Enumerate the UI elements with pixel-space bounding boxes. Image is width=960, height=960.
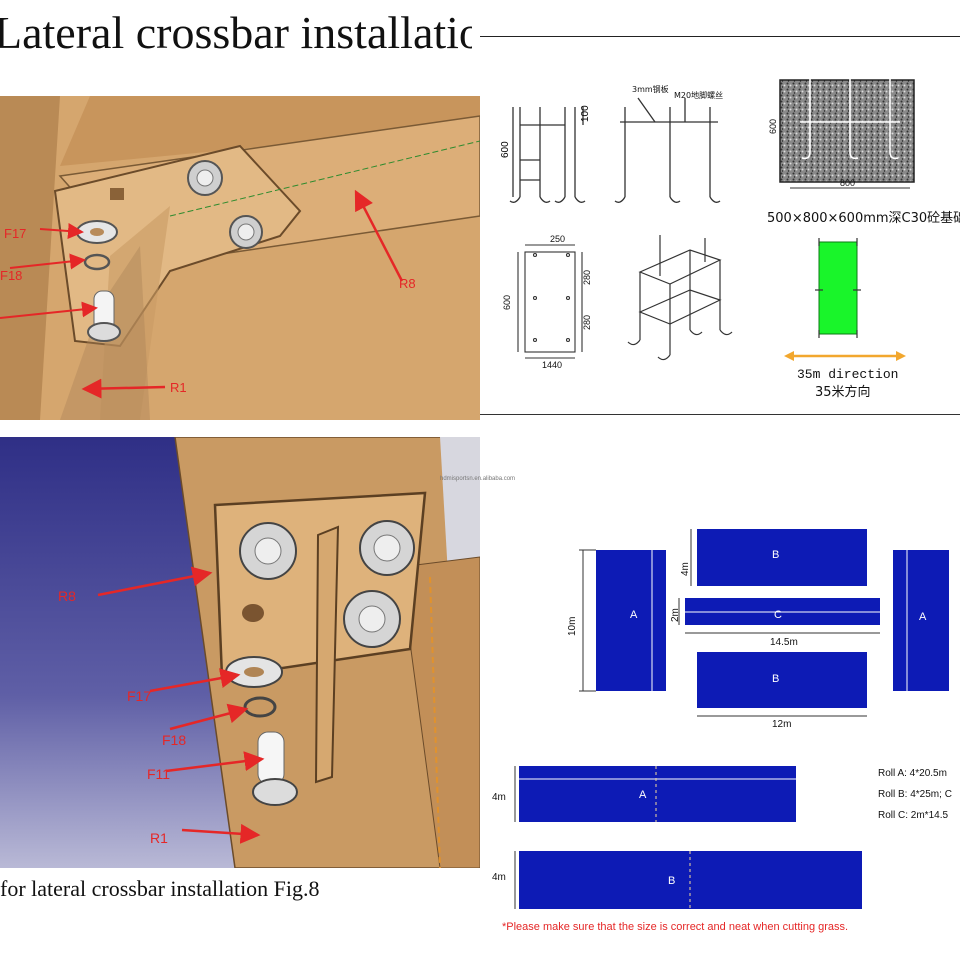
dim-12m: 12m [772, 719, 791, 730]
roll-a-left-label: A [630, 609, 638, 621]
strip-a-label: A [639, 789, 647, 801]
dim-800: 800 [840, 178, 855, 188]
note-bolt: M20地脚螺丝 [674, 90, 723, 100]
dim-250: 250 [550, 234, 565, 244]
page-title: Lateral crossbar installation [0, 7, 472, 58]
concrete-block [779, 79, 915, 183]
roll-b-bottom-label: B [772, 673, 779, 685]
dim-1440: 1440 [542, 360, 562, 370]
grass-layout-panel: 10m 4m 2m 14.5m 12m 4m 4m A B C B A A B … [492, 529, 952, 933]
roll-a-right [893, 550, 949, 691]
roll-b-top-label: B [772, 549, 779, 561]
dim-280a: 280 [582, 270, 592, 285]
roll-note-a: Roll A: 4*20.5m [878, 768, 947, 779]
dim-600a: 600 [500, 141, 511, 158]
dim-100: 100 [580, 105, 591, 122]
cutting-warning: *Please make sure that the size is corre… [502, 921, 848, 933]
dim-strip-a: 4m [492, 792, 506, 803]
roll-b-top [697, 529, 867, 586]
dim-10m: 10m [567, 617, 578, 636]
title-rule [480, 36, 960, 37]
label-f17-bottom: F17 [127, 688, 152, 704]
foundation-panel: 600 100 3mm钢板 M20地脚螺丝 800 600 500×800×60… [500, 65, 960, 400]
label-r8-bottom: R8 [58, 588, 76, 604]
direction-en: 35m direction [797, 367, 898, 382]
panel-divider [480, 414, 960, 415]
roll-note-c: Roll C: 2m*14.5 [878, 810, 948, 821]
cad-panel-bottom [0, 437, 480, 868]
foundation-plan-green [818, 241, 858, 335]
dim-600b: 600 [502, 295, 512, 310]
watermark: hdmisportsn.en.alibaba.com [440, 476, 516, 482]
dim-2m: 2m [670, 608, 681, 622]
roll-a-left [596, 550, 666, 691]
direction-cn: 35米方向 [815, 384, 871, 400]
dim-strip-b: 4m [492, 872, 506, 883]
rebar-side-view [614, 97, 721, 203]
rebar-front-view [509, 107, 586, 203]
rebar-cage-3d [627, 235, 733, 361]
figure-caption: for lateral crossbar installation Fig.8 [0, 876, 320, 901]
label-f18-bottom: F18 [162, 732, 187, 748]
strip-a [519, 766, 796, 822]
note-plate: 3mm钢板 [632, 84, 669, 94]
bolt-icon [257, 731, 285, 785]
foundation-spec: 500×800×600mm深C30砼基础 [767, 211, 960, 226]
label-r8-top: R8 [399, 276, 416, 291]
dim-280b: 280 [582, 315, 592, 330]
roll-b-bottom [697, 652, 867, 708]
dim-4m-top: 4m [680, 562, 691, 576]
label-f11-bottom: F11 [147, 766, 171, 782]
roll-note-b: Roll B: 4*25m; C [878, 789, 952, 800]
roll-c-label: C [774, 609, 782, 621]
strip-b-label: B [668, 875, 675, 887]
label-r1-top: R1 [170, 380, 187, 395]
dim-600c: 600 [768, 119, 778, 134]
cad-panel-top [0, 96, 480, 420]
label-r1-bottom: R1 [150, 830, 168, 846]
label-f17-top: F17 [4, 226, 27, 241]
rebar-plan-view [517, 244, 583, 359]
roll-a-right-label: A [919, 611, 927, 623]
dim-14-5m: 14.5m [770, 637, 798, 648]
label-f18-top: F18 [0, 268, 23, 283]
